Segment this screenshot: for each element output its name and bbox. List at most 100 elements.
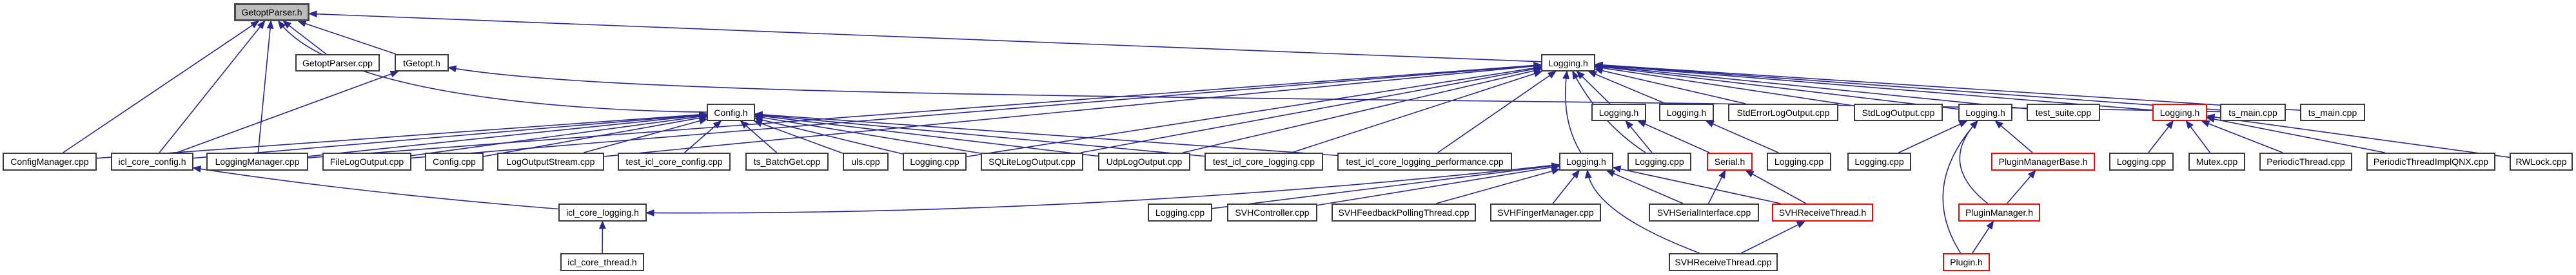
node-svhserial[interactable]: SVHSerialInterface.cpp — [1649, 204, 1759, 222]
edge-stdlog-loghub — [1593, 64, 1854, 106]
edge-logh_red-loghub — [1593, 62, 2153, 111]
edge-testlog-config — [753, 111, 1205, 157]
node-gpcpp[interactable]: GetoptParser.cpp — [295, 54, 380, 71]
edge-iclcfg-root — [159, 20, 266, 153]
edge-sqlite-loghub — [1081, 66, 1543, 153]
node-rwlock[interactable]: RWLock.cpp — [2510, 153, 2573, 171]
edge-svhrecvcpp-logh_svh — [1584, 169, 1700, 254]
node-logh_red[interactable]: Logging.h — [2152, 104, 2207, 121]
node-tsmain1[interactable]: ts_main.cpp — [2220, 104, 2286, 121]
node-tsbatch[interactable]: ts_BatchGet.cpp — [745, 153, 829, 171]
edge-tsmain2-loghub — [1593, 61, 2301, 111]
edge-testsuite-loghub — [1593, 62, 2027, 109]
node-plugin[interactable]: Plugin.h — [1943, 253, 1990, 271]
edge-sqlite-config — [753, 114, 981, 154]
edge-loghub-root — [308, 10, 1542, 62]
node-config[interactable]: Config.h — [707, 104, 755, 121]
edge-testcfg-config — [684, 120, 722, 153]
edge-iclcfg-config — [193, 111, 709, 159]
edge-logcpp1-config — [754, 117, 903, 155]
edge-logh_svh-iclclog — [645, 164, 1560, 216]
node-logcppsvh[interactable]: Logging.cpp — [1148, 204, 1212, 222]
edge-svhrecvcpp-svhrecvh — [1741, 221, 1806, 254]
node-logstream[interactable]: LogOutputStream.cpp — [497, 153, 604, 171]
node-logmgr[interactable]: LoggingManager.cpp — [206, 153, 308, 171]
node-testsuite[interactable]: test_suite.cpp — [2027, 104, 2100, 121]
edge-config-root — [277, 20, 707, 113]
edge-logmgr-root — [257, 19, 274, 153]
node-udp[interactable]: UdpLogOutput.cpp — [1098, 153, 1190, 171]
edge-tsmain1-loghub — [1593, 61, 2221, 111]
edge-udp-config — [753, 112, 1099, 157]
node-svhctrl[interactable]: SVHController.cpp — [1227, 204, 1317, 222]
edge-logcppsvh-logh_svh — [1212, 162, 1561, 209]
node-logh_b[interactable]: Logging.h — [1659, 104, 1714, 121]
edge-logcpp5-logh_red — [2148, 120, 2174, 153]
edge-logstream-config — [583, 117, 708, 153]
node-svhfinger[interactable]: SVHFingerManager.cpp — [1490, 204, 1601, 222]
node-tgetopt[interactable]: tGetopt.h — [395, 54, 449, 71]
node-iclcfg[interactable]: icl_core_config.h — [111, 153, 193, 171]
edge-logh_a-loghub — [1576, 70, 1611, 104]
edge-tgetopt-root — [297, 20, 397, 55]
edge-svhrecvh-serial — [1745, 170, 1807, 204]
node-testlog[interactable]: test_icl_core_logging.cpp — [1204, 153, 1323, 171]
node-pmbase[interactable]: PluginManagerBase.h — [1991, 153, 2095, 171]
node-uls[interactable]: uls.cpp — [843, 153, 889, 171]
edge-pthreadqnx-logh_red — [2205, 115, 2385, 153]
edge-pmgr-pmbase — [2006, 169, 2036, 204]
node-loghub[interactable]: Logging.h — [1541, 54, 1595, 71]
node-cfgmgr[interactable]: ConfigManager.cpp — [3, 153, 97, 171]
node-pthread[interactable]: PeriodicThread.cpp — [2259, 153, 2352, 171]
edge-cfgmgr-root — [63, 20, 260, 153]
node-svhrecvh[interactable]: SVHReceiveThread.h — [1772, 204, 1873, 222]
node-root[interactable]: GetoptParser.h — [234, 3, 310, 21]
edge-svhfeed-logh_svh — [1435, 167, 1560, 204]
node-testperf[interactable]: test_icl_core_logging_performance.cpp — [1337, 153, 1512, 171]
node-stdlog[interactable]: StdLogOutput.cpp — [1854, 104, 1943, 121]
edge-testperf-loghub — [1437, 70, 1557, 153]
node-mutex[interactable]: Mutex.cpp — [2188, 153, 2245, 171]
node-stderrcpp[interactable]: StdErrorLogOutput.cpp — [1728, 104, 1838, 121]
node-svhfeed[interactable]: SVHFeedbackPollingThread.cpp — [1332, 204, 1476, 222]
node-filelog[interactable]: FileLogOutput.cpp — [322, 153, 411, 171]
edge-udp-loghub — [1183, 67, 1542, 153]
node-pthreadqnx[interactable]: PeriodicThreadImplQNX.cpp — [2366, 153, 2495, 171]
edge-mutex-logh_red — [2185, 120, 2211, 153]
node-iclcthread[interactable]: icl_core_thread.h — [560, 253, 644, 271]
edge-pmbase-logh_c — [1994, 120, 2033, 153]
node-logcpp4[interactable]: Logging.cpp — [1847, 153, 1911, 171]
edge-plugin-logh_c — [1942, 120, 1979, 254]
node-tsmain2[interactable]: ts_main.cpp — [2300, 104, 2365, 121]
edge-testperf-config — [753, 111, 1338, 156]
edge-tsbatch-config — [740, 120, 778, 153]
edge-logmgr-loghub — [308, 62, 1543, 158]
node-sqlite[interactable]: SQLiteLogOutput.cpp — [981, 153, 1083, 171]
node-iclclog[interactable]: icl_core_logging.h — [558, 204, 647, 222]
node-logcpp5[interactable]: Logging.cpp — [2109, 153, 2174, 171]
node-svhrecvcpp[interactable]: SVHReceiveThread.cpp — [1669, 253, 1778, 271]
node-pmgr[interactable]: PluginManager.h — [1958, 204, 2040, 222]
node-logcpp3[interactable]: Logging.cpp — [1767, 153, 1831, 171]
node-cfgcpp[interactable]: Config.cpp — [425, 153, 484, 171]
edge-stderrcpp-loghub — [1594, 67, 1746, 104]
edge-logcpp1-loghub — [966, 64, 1543, 158]
node-testcfg[interactable]: test_icl_core_config.cpp — [618, 153, 731, 171]
edge-svhrecvh-logh_svh — [1612, 166, 1781, 204]
edge-logcpp3-logh_b — [1705, 120, 1779, 153]
edge-pmgr-logh_c — [1959, 120, 1989, 204]
edge-logcpp4-logh_c — [1898, 120, 1968, 153]
edge-gpcpp-root — [282, 20, 327, 55]
edge-svhserial-logh_svh — [1606, 170, 1684, 204]
node-logh_a[interactable]: Logging.h — [1591, 104, 1646, 121]
edge-cfgmgr-config — [96, 111, 709, 159]
node-logcpp1[interactable]: Logging.cpp — [903, 153, 967, 171]
node-logcpp2[interactable]: Logging.cpp — [1627, 153, 1691, 171]
node-serial[interactable]: Serial.h — [1707, 153, 1753, 171]
edge-logcpp2-logh_a — [1625, 120, 1653, 153]
node-logh_svh[interactable]: Logging.h — [1559, 153, 1613, 171]
node-logh_c[interactable]: Logging.h — [1958, 104, 2012, 121]
edge-plugin-pmgr — [1972, 220, 1994, 254]
edge-logh_c-loghub — [1593, 63, 1959, 110]
